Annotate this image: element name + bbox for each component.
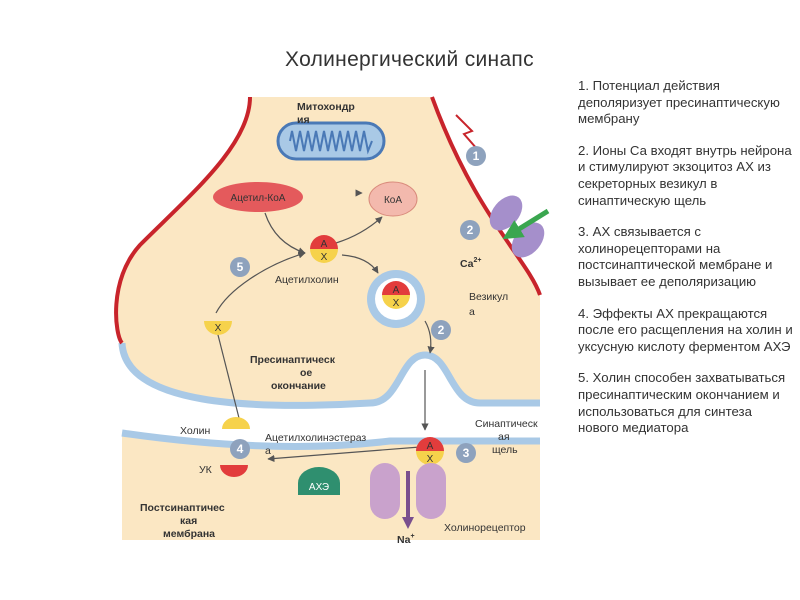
steps-list: 1. Потенциал действия деполяризует преси… <box>578 78 793 580</box>
calcium-channel-icon <box>489 195 550 258</box>
action-potential-icon <box>455 114 485 158</box>
cleft-label: Синаптическ <box>475 418 538 430</box>
choline-molecule-pre: Х <box>204 321 232 335</box>
acetic-acid-label: УК <box>199 464 213 476</box>
mitochondrion-icon <box>276 121 386 161</box>
ache-label: Ацетилхолинэстераз <box>265 432 366 444</box>
postsynaptic-membrane <box>121 429 540 450</box>
coa-molecule <box>368 181 418 217</box>
postsynaptic-label-end: мембрана <box>163 528 215 540</box>
acetylcholine-label: Ацетилхолин <box>275 274 339 286</box>
svg-text:АХЭ: АХЭ <box>309 482 329 493</box>
presynaptic-membrane <box>118 342 540 409</box>
acetylcholine-molecule: А Х <box>310 235 338 263</box>
acetyl-coa-label: Ацетил-КоА <box>231 193 286 204</box>
svg-text:3: 3 <box>463 446 470 460</box>
acetyl-coa-molecule <box>213 182 303 212</box>
axon-membrane-left <box>114 96 252 345</box>
step-5-text: 5. Холин способен захватываться пресинап… <box>578 370 786 436</box>
presynaptic-label-cont: ое <box>300 367 312 379</box>
step-3-text: 3. АХ связывается с холинорецепторами на… <box>578 224 773 289</box>
step-marker-2b: 2 <box>431 320 451 340</box>
svg-text:2: 2 <box>467 223 474 237</box>
ache-label-cont: а <box>265 445 271 457</box>
sodium-label: Na+ <box>397 533 415 546</box>
acetylcholine-cleft: А Х <box>416 437 444 465</box>
svg-text:А: А <box>321 239 328 250</box>
cleft-label-end: щель <box>492 444 518 456</box>
svg-text:2: 2 <box>438 323 445 337</box>
svg-text:А: А <box>427 441 434 452</box>
postsynaptic-label: Постсинаптичес <box>140 502 225 514</box>
step-marker-3: 3 <box>456 443 476 463</box>
receptor-label: Холинорецептор <box>444 522 526 534</box>
cholinoreceptor-icon <box>370 463 446 529</box>
vesicle-label-cont: а <box>469 306 475 318</box>
step-marker-2a: 2 <box>460 220 480 240</box>
coa-label: КоА <box>384 195 402 206</box>
svg-text:1: 1 <box>473 149 480 163</box>
svg-text:Х: Х <box>427 454 434 465</box>
diagram-title: Холинергический синапс <box>285 48 534 71</box>
step-marker-5: 5 <box>230 257 250 277</box>
acetic-acid-molecule <box>220 465 248 477</box>
presynaptic-label-end: окончание <box>271 380 326 392</box>
step-4-text: 4. Эффекты АХ прекращаются после его рас… <box>578 305 793 354</box>
recycle-arrow <box>215 251 306 314</box>
choline-molecule-cleft <box>222 417 250 429</box>
choline-label: Холин <box>180 425 210 437</box>
cleft-label-cont: ая <box>498 431 510 443</box>
step-marker-4: 4 <box>230 439 250 459</box>
vesicle-icon: А Х <box>367 270 425 328</box>
svg-text:Х: Х <box>393 298 400 309</box>
mitochondria-label-cont: ия <box>297 114 310 126</box>
mitochondria-label: Митохондр <box>297 101 355 113</box>
svg-text:4: 4 <box>237 442 244 456</box>
choline-reuptake-arrow <box>214 326 241 423</box>
postsynaptic-label-cont: кая <box>180 515 197 527</box>
svg-text:А: А <box>393 285 400 296</box>
step-1-text: 1. Потенциал действия деполяризует преси… <box>578 78 780 127</box>
calcium-label: Ca2+ <box>460 257 481 270</box>
presynaptic-label: Пресинаптическ <box>250 354 336 366</box>
vesicle-label: Везикул <box>469 291 508 303</box>
svg-text:Х: Х <box>321 252 328 263</box>
step-2-text: 2. Ионы Са входят внутрь нейрона и стиму… <box>578 142 792 208</box>
svg-text:5: 5 <box>237 260 244 274</box>
svg-text:Х: Х <box>215 323 222 334</box>
ache-enzyme-icon: АХЭ <box>298 467 340 495</box>
step-marker-1: 1 <box>466 146 486 166</box>
synapse-diagram: Митохондр ия Ацетил-КоА КоА А Х Ацетилхо… <box>114 96 550 546</box>
